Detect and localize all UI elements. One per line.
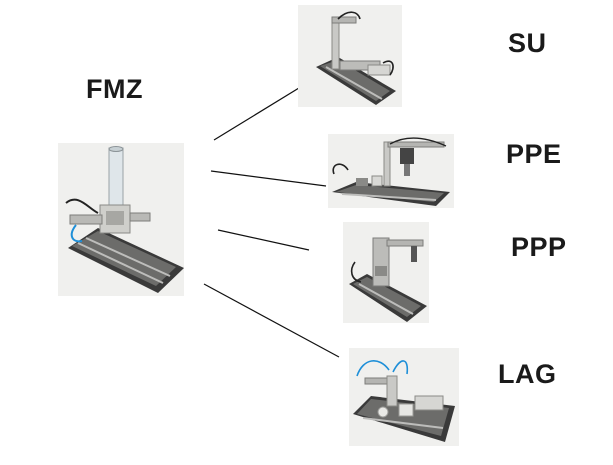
station-su-illustration <box>298 5 402 107</box>
photo-lag <box>349 348 459 446</box>
station-lag-illustration <box>349 348 459 446</box>
label-lag: LAG <box>498 359 557 389</box>
connector-fmz-ppp <box>217 229 310 251</box>
connector-fmz-ppe <box>210 170 327 187</box>
connector-fmz-su <box>213 79 313 141</box>
label-fmz: FMZ <box>86 74 143 104</box>
photo-ppe <box>328 134 454 208</box>
station-fmz-illustration <box>58 143 184 296</box>
label-ppe: PPE <box>506 139 562 169</box>
photo-ppp <box>343 222 429 323</box>
label-su: SU <box>508 28 547 58</box>
label-ppp: PPP <box>511 232 567 262</box>
station-ppp-illustration <box>343 222 429 323</box>
photo-su <box>298 5 402 107</box>
connector-fmz-lag <box>203 283 340 358</box>
photo-fmz <box>58 143 184 296</box>
station-ppe-illustration <box>328 134 454 208</box>
